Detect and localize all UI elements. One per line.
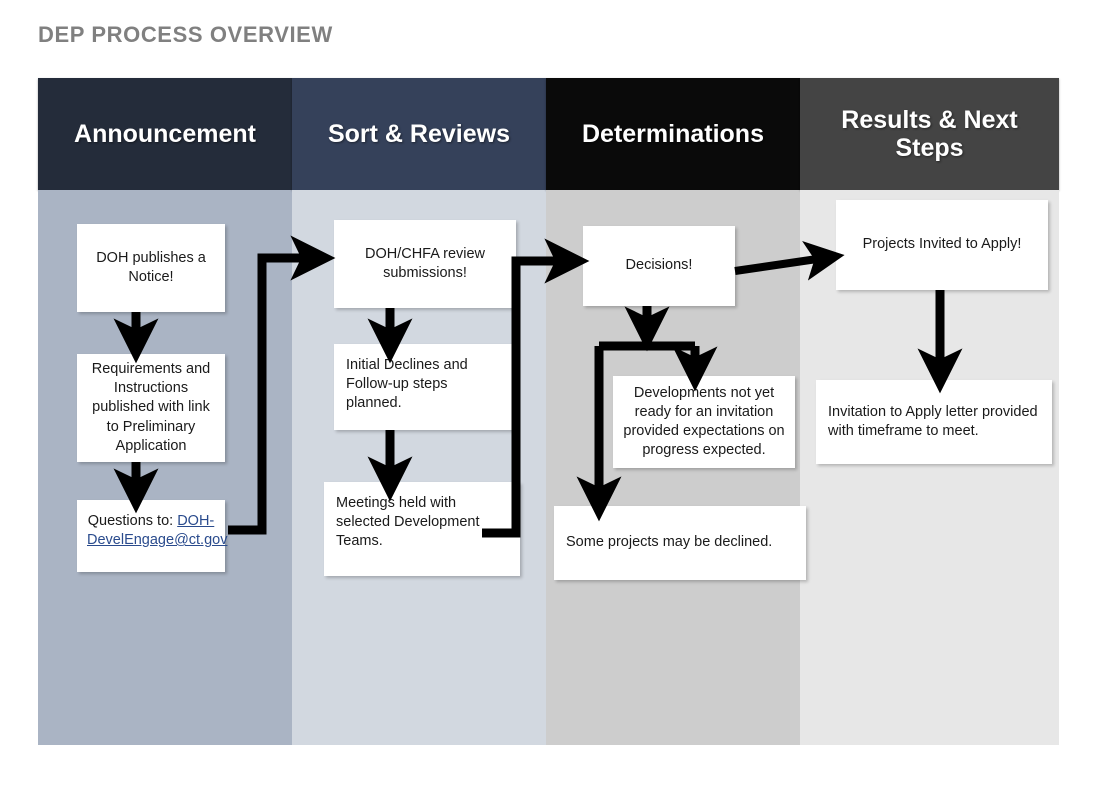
column-header-label: Results & Next Steps [841, 106, 1018, 162]
column-header-label: Announcement [74, 120, 256, 148]
column-header-sort-reviews: Sort & Reviews [292, 78, 546, 190]
node-text: Meetings held with selected Development … [336, 495, 480, 550]
node-invitation-letter[interactable]: Invitation to Apply letter provided with… [816, 380, 1052, 464]
node-some-projects-declined[interactable]: Some projects may be declined. [554, 506, 806, 580]
node-text: Initial Declines and Follow-up steps pla… [346, 357, 468, 412]
node-text: DOH/CHFA review submissions! [364, 245, 486, 281]
node-questions-contact[interactable]: Questions to: DOH-DevelEngage@ct.gov [77, 500, 227, 572]
questions-prefix: Questions to: [87, 513, 178, 529]
node-text: Questions to: DOH-DevelEngage@ct.gov [87, 512, 227, 550]
node-text: Requirements and Instructions published … [91, 361, 211, 454]
node-decisions[interactable]: Decisions! [583, 226, 735, 306]
process-diagram: Announcement Sort & Reviews Determinatio… [38, 78, 1059, 745]
column-header-label: Sort & Reviews [327, 120, 510, 148]
email-link[interactable]: DOH-DevelEngage@ct.gov [87, 513, 228, 549]
node-requirements-instructions[interactable]: Requirements and Instructions published … [77, 354, 225, 462]
node-text: Developments not yet ready for an invita… [623, 384, 785, 459]
column-header-results-next-steps: Results & Next Steps [800, 78, 1059, 190]
node-projects-invited[interactable]: Projects Invited to Apply! [836, 200, 1048, 290]
node-text: DOH publishes a Notice! [96, 249, 206, 285]
node-initial-declines[interactable]: Initial Declines and Follow-up steps pla… [334, 344, 516, 430]
column-header-label: Determinations [582, 120, 764, 148]
node-doh-publishes-notice[interactable]: DOH publishes a Notice! [77, 224, 225, 312]
node-meetings-held[interactable]: Meetings held with selected Development … [324, 482, 520, 576]
column-header-announcement: Announcement [38, 78, 292, 190]
column-header-determinations: Determinations [546, 78, 800, 190]
node-text: Projects Invited to Apply! [862, 236, 1022, 253]
node-text: Some projects may be declined. [566, 534, 773, 551]
node-text: Decisions! [625, 257, 693, 274]
node-doh-chfa-review[interactable]: DOH/CHFA review submissions! [334, 220, 516, 308]
page-title: DEP PROCESS OVERVIEW [38, 22, 333, 47]
node-text: Invitation to Apply letter provided with… [828, 403, 1038, 439]
node-developments-not-ready[interactable]: Developments not yet ready for an invita… [613, 376, 795, 468]
